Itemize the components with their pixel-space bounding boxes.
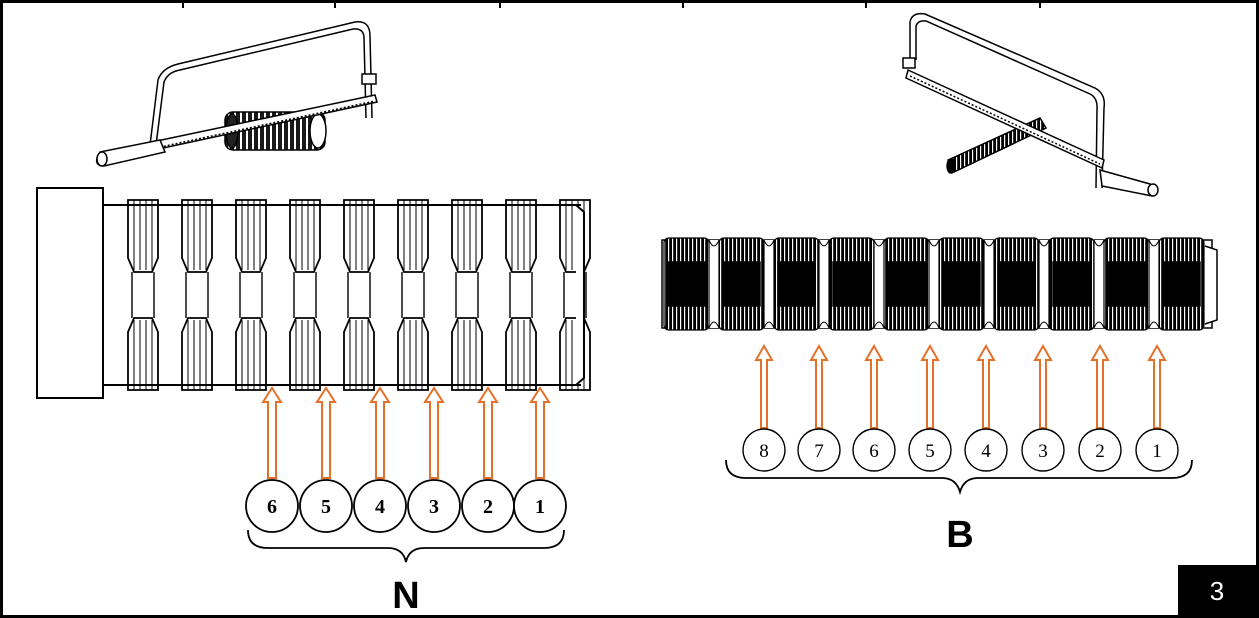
right-brace <box>725 459 1193 496</box>
right-marker-group: 8 7 6 5 4 3 2 1 <box>742 343 1179 472</box>
thread-rib <box>235 199 267 391</box>
arrow-up-icon <box>864 343 884 429</box>
marker-label: 3 <box>429 496 439 518</box>
marker-label: 4 <box>981 441 991 462</box>
arrow-up-icon <box>477 386 499 479</box>
marker-label: 7 <box>814 441 824 462</box>
marker-4: 4 <box>964 428 1008 472</box>
marker-label: 1 <box>1152 441 1162 462</box>
page-number-badge <box>1178 565 1257 616</box>
arrow-up-icon <box>1033 343 1053 429</box>
thread-rib <box>1093 237 1150 331</box>
marker-8: 8 <box>742 428 786 472</box>
threaded-rod-small <box>661 237 1218 331</box>
marker-2: 2 <box>1078 428 1122 472</box>
arrow-up-icon <box>529 386 551 479</box>
arrow-up-icon <box>1090 343 1110 429</box>
marker-7: 7 <box>797 428 841 472</box>
arrow-up-icon <box>754 343 774 429</box>
marker-label: 1 <box>535 496 545 518</box>
arrow-up-icon <box>315 386 337 479</box>
marker-6: 6 <box>852 428 896 472</box>
thread-rib <box>289 199 321 391</box>
marker-5: 5 <box>908 428 952 472</box>
marker-label: 2 <box>1095 441 1105 462</box>
thread-rib <box>663 237 710 331</box>
marker-label: 6 <box>869 441 879 462</box>
thread-rib <box>818 237 875 331</box>
marker-4: 4 <box>353 479 407 533</box>
marker-label: 5 <box>925 441 935 462</box>
arrow-up-icon <box>920 343 940 429</box>
thread-rib <box>1148 237 1205 331</box>
thread-rib <box>1038 237 1095 331</box>
arrow-up-icon <box>1147 343 1167 429</box>
marker-label: 2 <box>483 496 493 518</box>
thread-rib <box>343 199 375 391</box>
page-number: 3 <box>1210 576 1224 606</box>
arrow-up-icon <box>261 386 283 479</box>
marker-label: 5 <box>321 496 331 518</box>
marker-1: 1 <box>1135 428 1179 472</box>
thread-rib <box>505 199 537 391</box>
hacksaw-icon <box>902 12 1159 197</box>
left-marker-group: 6 5 4 3 2 1 <box>245 386 567 533</box>
thread-rib <box>397 199 429 391</box>
thread-rib <box>127 199 159 391</box>
marker-5: 5 <box>299 479 353 533</box>
thread-rib <box>181 199 213 391</box>
arrow-up-icon <box>976 343 996 429</box>
thread-rib <box>873 237 930 331</box>
arrow-up-icon <box>809 343 829 429</box>
marker-label: 3 <box>1038 441 1048 462</box>
thread-rib <box>708 237 765 331</box>
marker-label: 4 <box>375 496 385 518</box>
threaded-rod-large <box>36 187 591 399</box>
marker-3: 3 <box>1021 428 1065 472</box>
arrow-up-icon <box>423 386 445 479</box>
marker-1: 1 <box>513 479 567 533</box>
marker-6: 6 <box>245 479 299 533</box>
marker-label: 8 <box>759 441 769 462</box>
thread-rib <box>983 237 1040 331</box>
rod-end-cap <box>36 187 104 399</box>
header-ticks <box>182 0 1041 8</box>
marker-label: 6 <box>267 496 277 518</box>
marker-2: 2 <box>461 479 515 533</box>
thread-rib <box>763 237 820 331</box>
marker-3: 3 <box>407 479 461 533</box>
arrow-up-icon <box>369 386 391 479</box>
hacksaw-icon <box>95 21 378 167</box>
thread-rib <box>451 199 483 391</box>
left-brace <box>247 529 565 563</box>
left-group-label: N <box>392 575 419 617</box>
thread-rib <box>928 237 985 331</box>
right-group-label: B <box>946 514 973 556</box>
